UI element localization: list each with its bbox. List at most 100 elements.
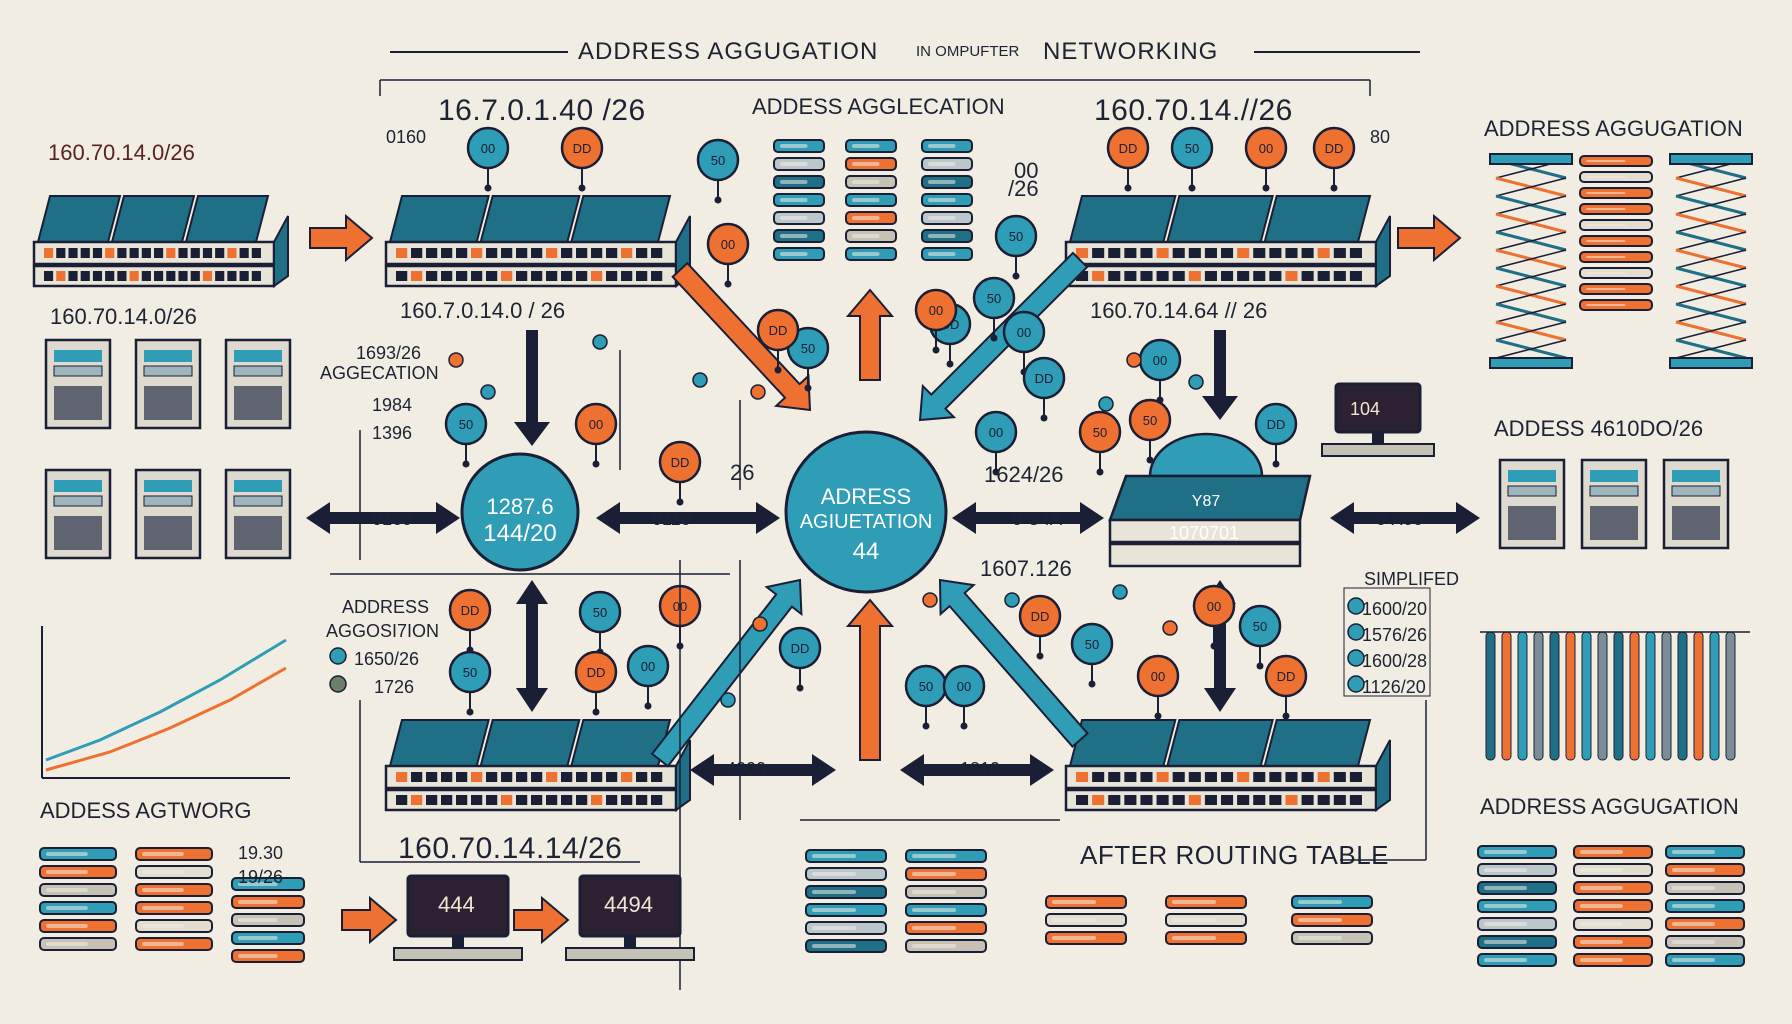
coil-right-2-b [1675,231,1747,251]
node-glyph: 50 [1143,413,1157,428]
monitor-left-text: 444 [438,892,475,917]
monitor-left-neck [452,936,464,948]
node-pin-dot [578,184,586,192]
node-26: 26 [730,460,755,485]
router-bottom-right-port [1124,772,1137,782]
coil-right-2-b [1675,303,1747,323]
table-right-top-row-inner [1586,192,1626,194]
node-glyph: 50 [987,291,1001,306]
node-pin-dot [1012,272,1020,280]
chart-line-teal [45,638,287,762]
node-pin-dot [990,334,998,342]
router-far-left-port [117,248,127,258]
router-top-left-port2 [411,271,423,281]
arrow-teal-top-right [918,251,1089,422]
coil-right-2-b [1675,321,1747,341]
table-bottom-left-2-row-inner [142,906,184,910]
top-left-subnet: 16.7.0.1.40 /26 [438,94,646,127]
router-bottom-right-port [1204,772,1217,782]
table-bottom-left-2 [135,847,213,951]
router-top-left-port2 [396,271,408,281]
bottom-left-heading: ADDESS AGTWORG [40,798,252,823]
node-glyph: DD [1277,669,1296,684]
router-far-left-port [190,248,200,258]
router-bottom-right-port2 [1269,795,1282,805]
router-top-right-port2 [1172,271,1185,281]
router-bottom-right-port [1285,772,1298,782]
node-35: 50 [1238,604,1282,670]
monitor-top-right-neck [1372,432,1384,444]
table-bottom-mid-3-row-inner [1052,900,1096,904]
router-far-left-port2 [141,271,151,281]
server-left-2 [224,338,292,430]
node-glyph: DD [1267,417,1286,432]
router-top-left-port [546,248,558,258]
coil-right-1-b [1495,285,1567,305]
node-glyph: DD [461,603,480,618]
router-top-right-port [1285,248,1298,258]
table-bottom-mid-4-row-inner [1172,900,1216,904]
node-9: 00 [1002,310,1046,376]
table-right-3 [1665,845,1745,967]
node-4: DD [1106,126,1150,192]
router-top-left-port [651,248,663,258]
node-38: 50 [972,276,1016,342]
router-far-left [32,195,289,288]
router-top-right-port [1076,248,1089,258]
table-bottom-mid-2-row-inner [912,872,956,876]
router-bottom-right-side [1375,739,1391,812]
router-bottom-left-panel [570,719,672,767]
table-bottom-left-3-row-inner [238,882,278,886]
router-bottom-left-port [651,772,663,782]
legend-swatch-3 [1347,675,1365,693]
left-router-subnet: 160.7.0.14.0 / 26 [400,298,566,323]
router-top-right-port [1349,248,1362,258]
router-top-right-port [1092,248,1105,258]
arrow-orange-bottom [845,598,895,761]
router-bottom-right-port2 [1204,795,1217,805]
router-top-right [1064,195,1391,288]
monitor-right-neck [624,936,636,948]
table-top-1 [773,139,825,261]
node-glyph: 50 [1085,637,1099,652]
server-left-4-grill [144,516,192,550]
table-top-1-row-inner [780,144,808,148]
router-top-right-port2 [1269,271,1282,281]
table-top-2-row-inner [852,234,880,238]
aggregation-label: AGGECATION [320,363,439,383]
router-far-left-port2 [56,271,66,281]
router-bottom-left-port [396,772,408,782]
router-far-left-port2 [190,271,200,281]
router-top-right-port2 [1349,271,1362,281]
router-bottom-left [384,719,691,812]
dbl-arrow-bottom-left [690,754,836,786]
arrow-small-bottom-left [341,895,398,945]
table-right-3-row-inner [1672,850,1715,854]
node-30: 00 [942,664,986,730]
router-far-left-port2 [80,271,90,281]
node-pin-dot [1146,456,1154,464]
node-18: 00 [1138,338,1182,404]
router-top-right-port2 [1221,271,1234,281]
bar-strip-14 [1709,631,1720,761]
simplified-box [1343,587,1431,697]
right-arrow-label: 0 C4A [1012,509,1063,529]
node-33: 00 [1136,654,1180,720]
node-circle [578,590,622,634]
aggregation-small: 1693/26 [356,343,422,363]
table-right-2-row-inner [1580,958,1623,962]
router-bottom-right-panel [1263,719,1372,767]
router-far-left-port2 [129,271,139,281]
table-top-1-row-inner [780,198,808,202]
router-bottom-right-port2 [1124,795,1137,805]
router-bottom-left-port2 [396,795,408,805]
router-far-left-port2 [251,271,261,281]
node-pin-dot [714,196,722,204]
router-top-right-panel [1263,195,1372,243]
table-bottom-left-1 [39,847,117,951]
node-14: 50 [786,326,830,392]
table-bottom-mid-2 [905,849,987,953]
router-top-left-panel [570,195,672,243]
bar-strip-2 [1517,631,1528,761]
node-glyph: 00 [1207,599,1221,614]
